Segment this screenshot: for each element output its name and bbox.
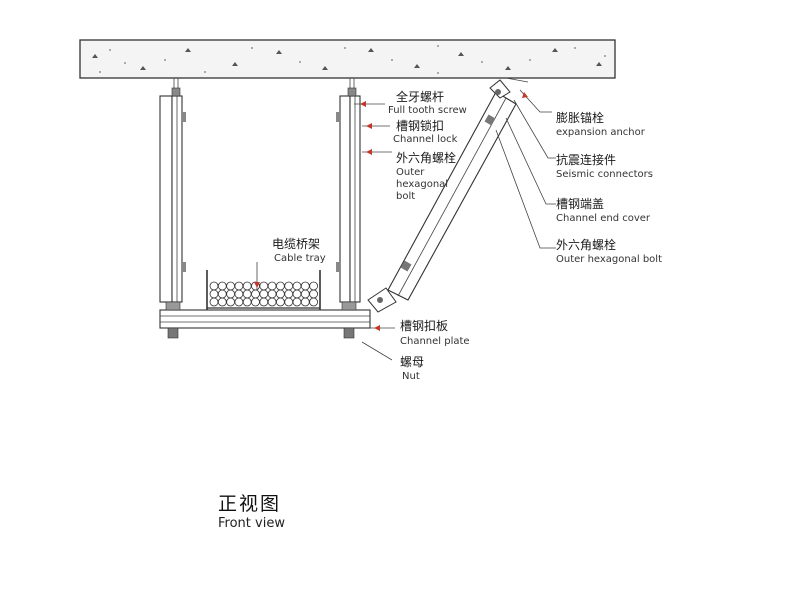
nut-left <box>167 327 179 339</box>
svg-text:外六角螺栓: 外六角螺栓 <box>556 237 616 252</box>
label-cable-tray: 电缆桥架 Cable tray <box>272 237 326 264</box>
svg-text:Nut: Nut <box>402 371 420 382</box>
concrete-slab <box>79 39 616 79</box>
label-expansion-anchor: 膨胀锚栓 expansion anchor <box>556 110 646 138</box>
cable <box>234 281 244 291</box>
cable <box>300 281 310 291</box>
svg-text:bolt: bolt <box>396 191 415 202</box>
cable <box>292 281 302 291</box>
label-nut: 螺母 Nut <box>400 355 424 382</box>
left-hanger <box>159 78 186 303</box>
cable <box>226 289 236 299</box>
cable <box>217 297 227 307</box>
cable <box>275 297 285 307</box>
cable <box>217 289 227 299</box>
cable <box>226 297 236 307</box>
svg-text:Front view: Front view <box>218 516 285 531</box>
cable <box>209 297 219 307</box>
cable <box>234 289 244 299</box>
seismic-brace <box>367 77 529 313</box>
svg-text:Full tooth screw: Full tooth screw <box>388 105 467 116</box>
cable <box>267 297 277 307</box>
cable <box>217 281 227 291</box>
label-channel-plate: 槽钢扣板 Channel plate <box>400 319 470 347</box>
cable <box>259 281 269 291</box>
svg-text:Channel plate: Channel plate <box>400 336 470 347</box>
svg-text:电缆桥架: 电缆桥架 <box>272 237 320 251</box>
cable <box>242 289 252 299</box>
svg-text:膨胀锚栓: 膨胀锚栓 <box>556 110 604 125</box>
cable <box>251 297 260 307</box>
cable <box>209 281 219 291</box>
cable <box>242 297 252 307</box>
svg-text:槽钢端盖: 槽钢端盖 <box>556 197 604 211</box>
nut-right <box>343 327 355 339</box>
cable <box>259 297 269 307</box>
svg-text:正视图: 正视图 <box>218 493 281 515</box>
svg-text:外六角螺栓: 外六角螺栓 <box>396 150 456 165</box>
label-outer-hex-bolt-left: 外六角螺栓 Outer hexagonal bolt <box>396 150 456 202</box>
cable <box>292 297 302 307</box>
svg-text:expansion anchor: expansion anchor <box>556 127 646 138</box>
horizontal-channel <box>159 301 371 339</box>
label-channel-lock: 槽钢锁扣 Channel lock <box>393 118 458 145</box>
label-seismic-connectors: 抗震连接件 Seismic connectors <box>556 152 653 180</box>
cable <box>267 281 277 291</box>
cable <box>284 289 294 299</box>
svg-text:槽钢扣板: 槽钢扣板 <box>400 319 448 333</box>
view-title: 正视图 Front view <box>218 493 285 531</box>
svg-text:Seismic connectors: Seismic connectors <box>556 169 653 180</box>
svg-text:Channel end cover: Channel end cover <box>556 213 651 224</box>
leader-lines <box>254 89 556 361</box>
label-full-tooth-screw: 全牙螺杆 Full tooth screw <box>388 89 467 116</box>
svg-text:全牙螺杆: 全牙螺杆 <box>396 89 444 104</box>
cable <box>292 289 302 299</box>
cable <box>275 281 285 291</box>
cable <box>226 281 236 291</box>
cable <box>267 289 277 299</box>
svg-text:Cable tray: Cable tray <box>274 253 326 264</box>
cable <box>209 289 219 299</box>
svg-text:Outer: Outer <box>396 167 425 178</box>
cable <box>234 297 244 307</box>
cable <box>259 289 269 299</box>
cable <box>284 297 294 307</box>
cable <box>309 289 319 299</box>
svg-text:hexagonal: hexagonal <box>396 179 448 190</box>
cable <box>300 297 310 307</box>
cable <box>242 281 252 291</box>
label-outer-hex-bolt-right: 外六角螺栓 Outer hexagonal bolt <box>556 237 662 265</box>
svg-text:螺母: 螺母 <box>400 355 424 369</box>
right-hanger <box>336 78 361 303</box>
svg-text:槽钢锁扣: 槽钢锁扣 <box>396 118 444 133</box>
cable <box>309 281 319 291</box>
svg-text:Outer hexagonal bolt: Outer hexagonal bolt <box>556 254 662 265</box>
cable <box>284 281 294 291</box>
cable <box>251 289 260 299</box>
svg-text:Channel lock: Channel lock <box>393 134 458 145</box>
cable <box>300 289 310 299</box>
cable-tray <box>206 270 321 310</box>
svg-text:抗震连接件: 抗震连接件 <box>556 152 616 167</box>
cable <box>275 289 285 299</box>
label-channel-end-cover: 槽钢端盖 Channel end cover <box>556 197 651 224</box>
cable <box>309 297 319 307</box>
